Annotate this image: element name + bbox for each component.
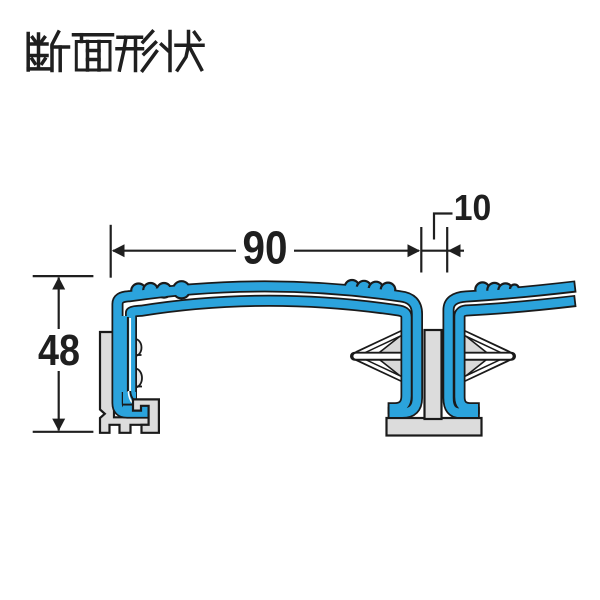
svg-text:48: 48 — [38, 327, 80, 375]
svg-text:10: 10 — [454, 187, 492, 228]
svg-text:90: 90 — [243, 222, 288, 274]
